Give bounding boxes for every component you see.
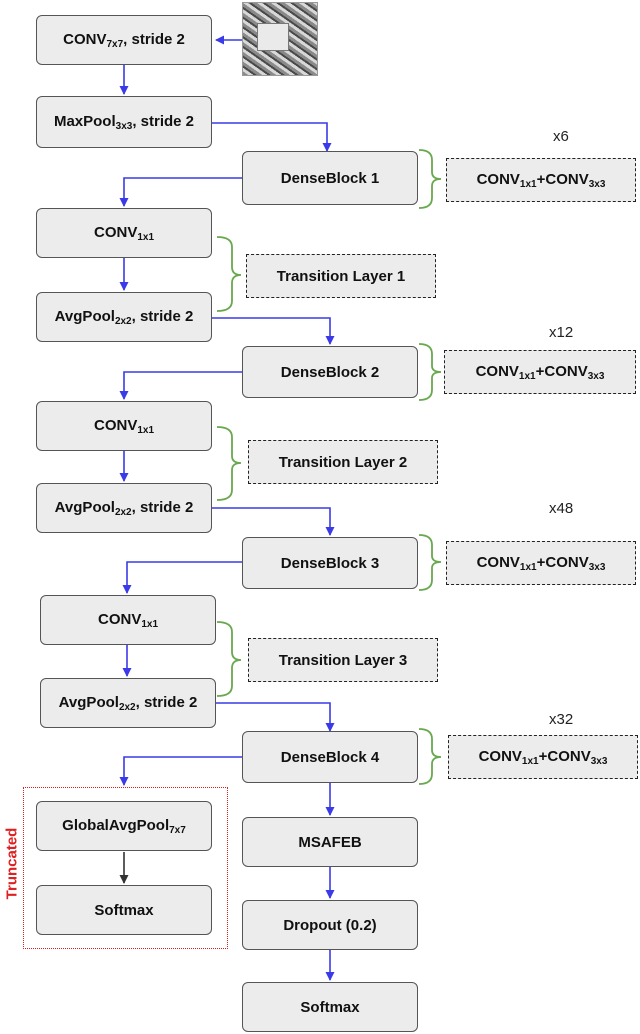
dense-layer-box-1: CONV1x1+CONV3x3 [446,158,636,202]
conv7x7-box: CONV7x7, stride 2 [36,15,212,65]
maxpool-label: MaxPool3x3, stride 2 [53,112,195,132]
repeat-count-1: x6 [553,128,569,145]
input-image-thumbnail [242,2,318,76]
conv1x1-box-3: CONV1x1 [40,595,216,645]
dense-layer-box-2: CONV1x1+CONV3x3 [444,350,636,394]
arrow-db4-to-gap [119,756,242,786]
avgpool-box-3: AvgPool2x2, stride 2 [40,678,216,728]
msafeb-box: MSAFEB [242,817,418,867]
avgpool-box-1: AvgPool2x2, stride 2 [36,292,212,342]
conv1x1-box-1: CONV1x1 [36,208,212,258]
repeat-count-4: x32 [549,711,574,728]
repeat-count-3: x48 [549,500,574,517]
arrow-avgpool2-to-db3 [212,507,335,536]
repeat-count-2: x12 [549,324,574,341]
arrow-db3-to-conv3 [122,561,242,594]
denseblock-4-box: DenseBlock 4 [242,731,418,783]
brace-db2 [418,343,442,401]
brace-tl3 [216,621,242,697]
brace-db4 [418,728,442,785]
arrow-maxpool-to-db1 [212,122,332,152]
brace-tl2 [216,426,242,501]
truncated-label: Truncated [3,827,21,900]
brace-db3 [418,534,442,591]
global-avgpool-box: GlobalAvgPool7x7 [36,801,212,851]
denseblock-3-box: DenseBlock 3 [242,537,418,589]
arrow-avgpool1-to-db2 [212,317,335,345]
arrow-avgpool3-to-db4 [214,702,335,732]
dropout-box: Dropout (0.2) [242,900,418,950]
dense-layer-box-4: CONV1x1+CONV3x3 [448,735,638,779]
dense-layer-box-3: CONV1x1+CONV3x3 [446,541,636,585]
arrow-db1-to-conv1 [119,177,242,207]
denseblock-2-box: DenseBlock 2 [242,346,418,398]
transition-layer-2-box: Transition Layer 2 [248,440,438,484]
avgpool-box-2: AvgPool2x2, stride 2 [36,483,212,533]
conv1x1-box-2: CONV1x1 [36,401,212,451]
softmax-box: Softmax [242,982,418,1032]
transition-layer-3-box: Transition Layer 3 [248,638,438,682]
truncated-region [23,787,228,949]
brace-tl1 [216,236,242,312]
conv7x7-label: CONV7x7, stride 2 [63,30,185,50]
truncated-softmax-box: Softmax [36,885,212,935]
brace-db1 [418,149,442,209]
transition-layer-1-box: Transition Layer 1 [246,254,436,298]
arrow-db2-to-conv2 [119,371,242,400]
maxpool-box: MaxPool3x3, stride 2 [36,96,212,148]
denseblock-1-box: DenseBlock 1 [242,151,418,205]
